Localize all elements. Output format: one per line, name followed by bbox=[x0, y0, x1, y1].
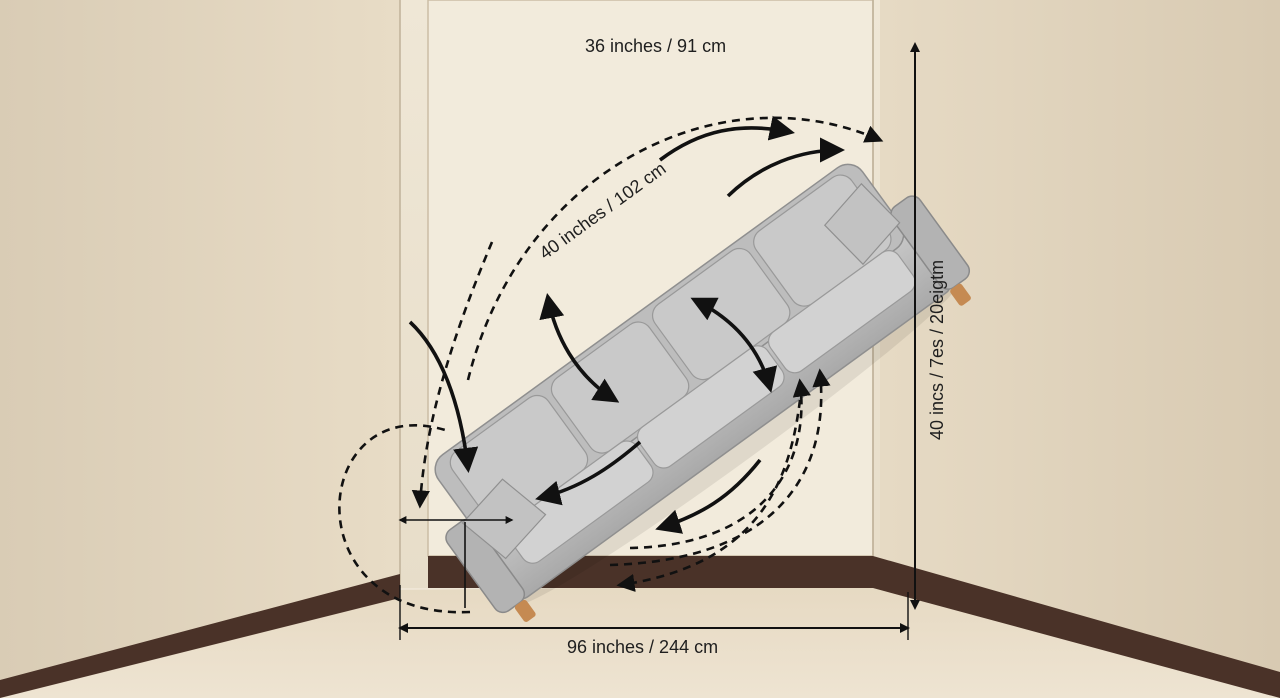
seat-cushion-1 bbox=[505, 440, 654, 564]
dashed-rotation-arrow-icon bbox=[616, 399, 802, 592]
curved-double-arrow-icon bbox=[408, 320, 479, 474]
pillow-right bbox=[823, 182, 901, 266]
curved-double-arrow-icon bbox=[539, 293, 620, 403]
sofa-length-label: 96 inches / 244 cm bbox=[567, 637, 718, 657]
sofa-leg-left bbox=[514, 599, 536, 622]
curved-arrows bbox=[408, 115, 846, 534]
left-wall bbox=[0, 0, 400, 698]
curved-double-arrow-icon bbox=[658, 115, 795, 162]
seat-cushion-3 bbox=[767, 250, 916, 374]
curved-double-arrow-icon bbox=[655, 458, 762, 534]
doorway-height-label: 40 incs / 7es / 20eigtm bbox=[927, 260, 947, 440]
right-wall bbox=[880, 0, 1280, 698]
dashed-rotation-arrow-icon bbox=[629, 378, 811, 550]
dimension-lines bbox=[398, 42, 920, 640]
baseboard-right bbox=[873, 556, 1280, 698]
dashed-rotation-arrow-icon bbox=[609, 368, 831, 567]
curved-double-arrow-icon bbox=[535, 440, 642, 506]
sofa bbox=[434, 163, 971, 622]
dashed-rotation-arrow-icon bbox=[338, 424, 471, 614]
dashed-rotation-arrow-icon bbox=[466, 116, 884, 381]
curved-double-arrow-icon bbox=[690, 297, 778, 393]
curved-double-arrow-icon bbox=[726, 137, 846, 198]
baseboard-left bbox=[0, 574, 400, 698]
sofa-leg-right bbox=[950, 283, 971, 306]
doorway-width-label: 36 inches / 91 cm bbox=[585, 36, 726, 56]
